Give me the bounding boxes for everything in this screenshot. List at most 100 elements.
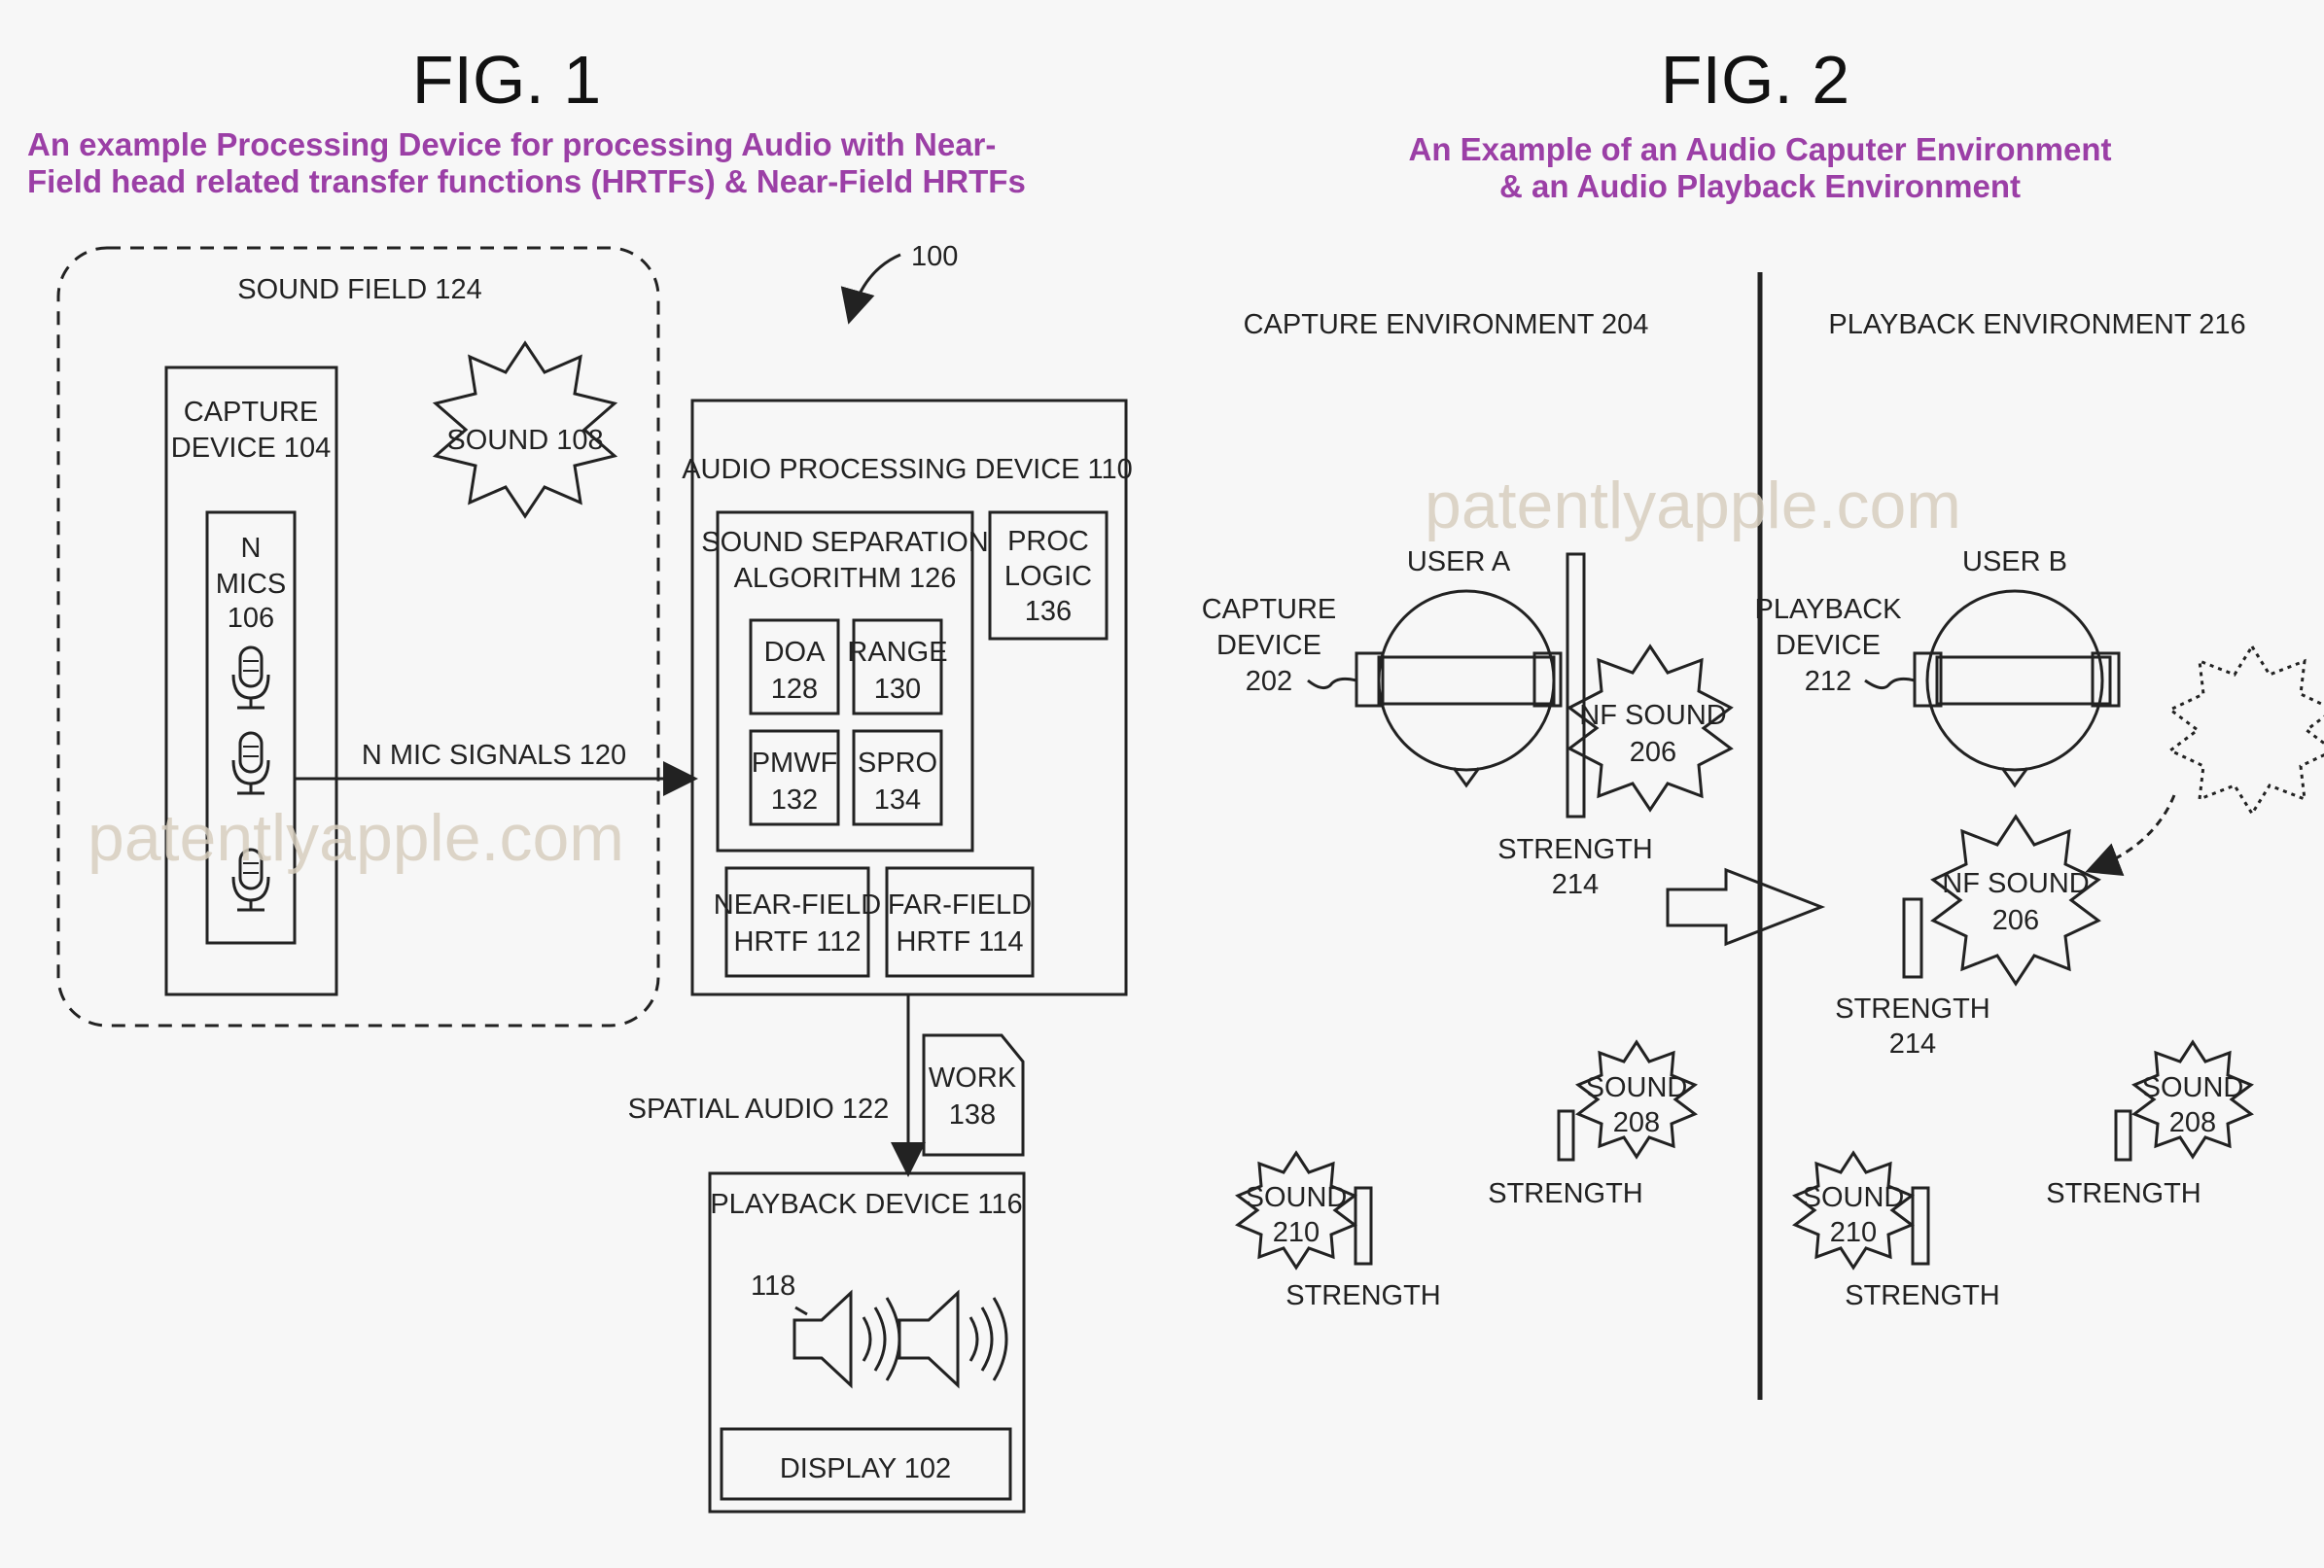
playback-device-116-box [708, 1171, 1026, 1514]
user-a-label: USER A [1407, 546, 1511, 577]
fig2-title: FIG. 2 [1661, 42, 1849, 118]
nf-sound-206-capture-label-2: 206 [1630, 737, 1676, 768]
near-field-hrtf-box [724, 866, 870, 978]
proc-logic-label-3: 136 [1025, 596, 1072, 627]
ref-100-label: 100 [911, 241, 958, 272]
sound-field-boundary [56, 246, 660, 1028]
strength-bar-210-playback [1911, 1186, 1930, 1266]
strength-208-playback-label: STRENGTH [2046, 1178, 2201, 1209]
capture-device-label-2: DEVICE 104 [171, 433, 331, 464]
sound-108-label: SOUND 108 [446, 425, 603, 456]
nf-sound-206-playback-label-1: NF SOUND [1942, 868, 2089, 899]
playback-device-212-label-3: 212 [1805, 666, 1851, 697]
sound-210-capture-burst [1235, 1150, 1357, 1271]
sound-210-playback-label-1: SOUND [1803, 1182, 1905, 1213]
sound-208-capture-label-2: 208 [1613, 1107, 1660, 1138]
fig1-title: FIG. 1 [412, 42, 601, 118]
mics-label-2: MICS [216, 569, 287, 600]
proc-logic-label-1: PROC [1007, 526, 1089, 557]
display-label: DISPLAY 102 [780, 1453, 951, 1484]
doa-label-1: DOA [764, 637, 827, 668]
near-field-label-1: NEAR-FIELD [714, 889, 881, 921]
sound-210-capture-label-1: SOUND [1246, 1182, 1348, 1213]
strength-214-playback-label-2: 214 [1889, 1028, 1936, 1060]
mics-label-3: 106 [228, 603, 274, 634]
nf-sound-206-capture-label-1: NF SOUND [1579, 700, 1726, 731]
sound-208-playback-burst [2131, 1039, 2254, 1160]
far-field-label-2: HRTF 114 [896, 926, 1023, 958]
sound-208-capture-burst [1575, 1039, 1698, 1160]
pmwf-box [749, 729, 840, 826]
capture-environment-label: CAPTURE ENVIRONMENT 204 [1244, 309, 1649, 340]
nf-strength-bar-playback [1902, 897, 1923, 979]
capture-device-202-label-1: CAPTURE [1202, 594, 1337, 625]
display-102-box [720, 1427, 1012, 1501]
nf-sound-206-capture-burst [1567, 644, 1734, 813]
playback-device-212-label-2: DEVICE [1776, 630, 1881, 661]
strength-210-playback-label: STRENGTH [1845, 1280, 2000, 1311]
sound-210-playback-burst [1792, 1150, 1915, 1271]
work-label-2: 138 [949, 1099, 996, 1131]
pmwf-label-1: PMWF [752, 748, 838, 779]
sound-field-label: SOUND FIELD 124 [237, 274, 481, 305]
audio-processing-device-label: AUDIO PROCESSING DEVICE 110 [682, 454, 1133, 485]
user-b-head [1864, 589, 2121, 788]
doa-label-2: 128 [771, 674, 818, 705]
doa-box [749, 618, 840, 715]
range-label-2: 130 [874, 674, 921, 705]
spro-label-1: SPRO [858, 748, 937, 779]
sound-separation-label-2: ALGORITHM 126 [734, 563, 957, 594]
proc-logic-box [988, 510, 1109, 641]
sound-208-capture-label-1: SOUND [1586, 1072, 1688, 1103]
virtual-sound-burst-dotted [2167, 644, 2324, 817]
nf-strength-bar-capture [1566, 552, 1586, 819]
microphone-icon-2 [231, 731, 270, 795]
far-field-label-1: FAR-FIELD [888, 889, 1032, 921]
capture-device-202-label-3: 202 [1246, 666, 1292, 697]
ref-100-arrow [840, 253, 901, 325]
sound-208-playback-label-1: SOUND [2142, 1072, 2244, 1103]
user-b-label: USER B [1962, 546, 2067, 577]
spatial-audio-label: SPATIAL AUDIO 122 [628, 1094, 890, 1125]
playback-device-label: PLAYBACK DEVICE 116 [710, 1189, 1022, 1220]
sound-separation-label-1: SOUND SEPARATION [701, 527, 988, 558]
playback-device-212-label-1: PLAYBACK [1755, 594, 1903, 625]
sound-separation-box [716, 510, 974, 853]
strength-214-capture-label-1: STRENGTH [1497, 834, 1653, 865]
range-label-1: RANGE [847, 637, 947, 668]
fig1-caption-line2: Field head related transfer functions (H… [27, 163, 1026, 199]
spro-label-2: 134 [874, 784, 921, 816]
microphone-icon-1 [231, 645, 270, 710]
capture-device-104-box [164, 366, 338, 996]
fig2-caption-line1: An Example of an Audio Caputer Environme… [1408, 131, 2111, 167]
nf-sound-206-playback-burst [1930, 814, 2101, 987]
sound-210-capture-label-2: 210 [1273, 1217, 1320, 1248]
capture-device-label-1: CAPTURE [184, 397, 319, 428]
fig1-caption-line1: An example Processing Device for process… [27, 126, 996, 162]
virtual-source-dashed-arrow [2085, 794, 2176, 877]
capture-device-202-label-2: DEVICE [1216, 630, 1321, 661]
mics-label-1: N [241, 533, 262, 564]
mic-signals-label: N MIC SIGNALS 120 [362, 740, 626, 771]
strength-214-capture-label-2: 214 [1552, 869, 1599, 900]
nf-sound-206-playback-label-2: 206 [1992, 905, 2039, 936]
strength-bar-208-playback [2114, 1109, 2132, 1162]
strength-210-capture-label: STRENGTH [1285, 1280, 1441, 1311]
transfer-arrow [1666, 867, 1826, 947]
range-box [852, 618, 943, 715]
strength-bar-210-capture [1354, 1186, 1373, 1266]
work-label-1: WORK [929, 1063, 1017, 1094]
work-138-document [922, 1033, 1025, 1157]
sound-210-playback-label-2: 210 [1830, 1217, 1877, 1248]
fig2-caption-line2: & an Audio Playback Environment [1499, 168, 2021, 204]
strength-bar-208-capture [1557, 1109, 1575, 1162]
watermark-fig2: patentlyapple.com [1425, 469, 1961, 542]
user-a-head [1307, 589, 1563, 788]
watermark-fig1: patentlyapple.com [88, 801, 624, 875]
sound-108-burst [432, 340, 618, 519]
proc-logic-label-2: LOGIC [1004, 561, 1092, 592]
strength-208-capture-label: STRENGTH [1488, 1178, 1643, 1209]
mics-106-box [205, 510, 297, 945]
